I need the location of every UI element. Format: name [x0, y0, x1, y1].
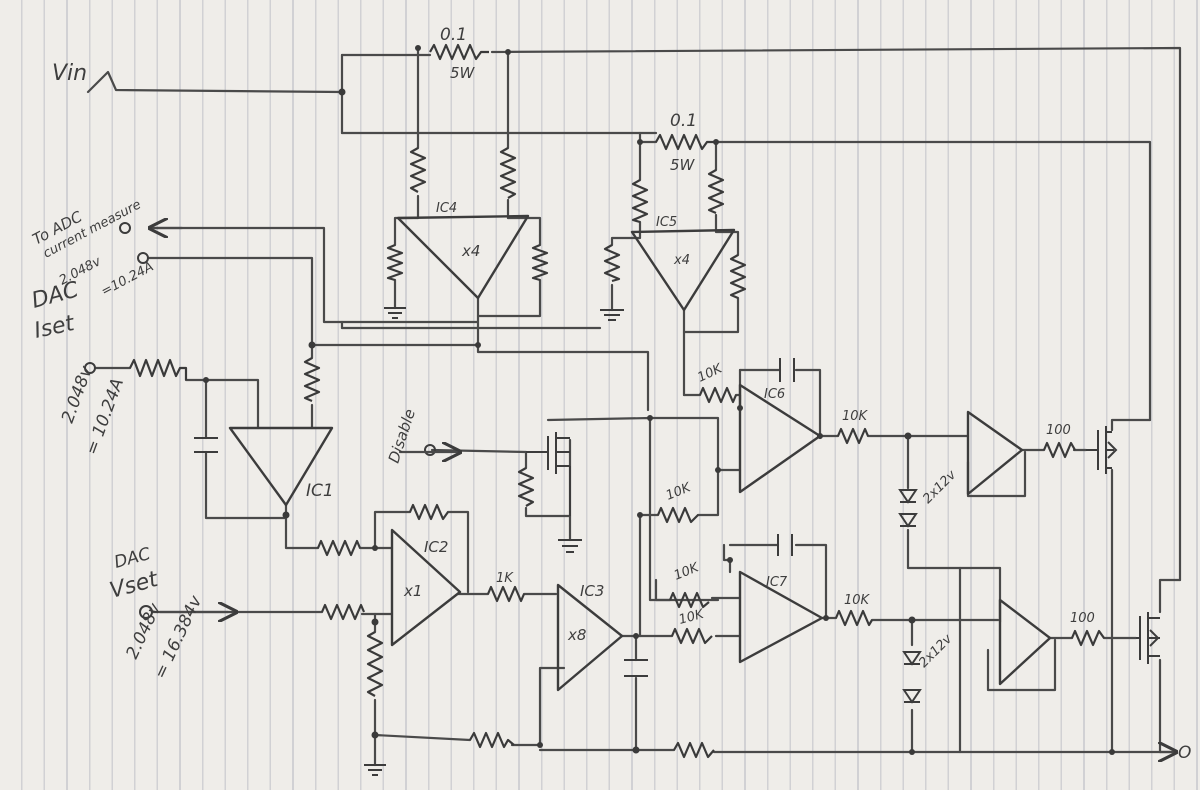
ground-symbols	[364, 307, 624, 776]
sense-resistor-2	[655, 133, 715, 151]
label-r-sense-1-value: 0.1	[440, 25, 467, 45]
label-iset-scale-1: 2.048v	[58, 363, 97, 426]
label-r-10k-a: 10K	[695, 361, 725, 386]
label-ic5-gain: x4	[673, 253, 690, 268]
opamp-ic5	[630, 228, 736, 312]
label-ic5: IC5	[656, 215, 677, 230]
label-r-10k-e: 10K	[677, 607, 707, 628]
label-ic3: IC3	[580, 582, 604, 600]
opamp-ic1	[228, 426, 334, 507]
label-r-10k-c: 10K	[664, 480, 694, 504]
labels: Vin 0.1 5W 0.1 5W To ADC current measure…	[29, 25, 1191, 763]
label-ic2: IC2	[424, 538, 448, 556]
label-r-10k-f: 10K	[844, 593, 871, 608]
label-ic4-gain: x4	[461, 242, 480, 260]
label-dac-vset-2: Vset	[107, 567, 162, 604]
label-ic3-gain: x8	[567, 626, 586, 644]
junctions	[203, 45, 1115, 755]
mosfets	[526, 426, 1160, 664]
label-vin: Vin	[52, 61, 87, 86]
iset-input-resistor	[129, 358, 188, 380]
label-dac-iset-1: DAC	[29, 277, 82, 314]
label-ic6: IC6	[764, 387, 785, 402]
resistors	[129, 43, 1105, 759]
capacitors	[194, 358, 795, 677]
label-r-1k: 1K	[496, 571, 514, 586]
mosfet-lower	[1136, 612, 1160, 664]
terminals	[84, 223, 1176, 752]
label-zener-b: 2x12v	[916, 632, 955, 671]
label-r-sense-1-rating: 5W	[450, 64, 476, 82]
op-amps	[228, 214, 1052, 692]
sense-resistor-1	[429, 43, 489, 61]
wires	[86, 46, 1182, 767]
opamp-ic4	[396, 214, 530, 300]
label-r-100-a: 100	[1046, 423, 1071, 438]
label-output: O	[1178, 743, 1191, 763]
resistor-1k	[486, 585, 526, 603]
label-r-sense-2-rating: 5W	[670, 156, 696, 174]
opamp-driver-upper	[966, 410, 1024, 496]
label-dac-iset-2: Iset	[32, 311, 78, 344]
label-ic1: IC1	[306, 481, 334, 501]
opamp-driver-lower	[998, 598, 1052, 686]
label-vset-scale-2: = 16.384v	[150, 592, 206, 682]
opamp-ic2	[390, 528, 462, 647]
label-ic2-gain: x1	[403, 582, 422, 600]
label-r-sense-2-value: 0.1	[670, 111, 697, 131]
mosfet-upper	[1086, 426, 1118, 474]
label-adc-scale-2: =10.24A	[99, 260, 156, 300]
label-disable: Disable	[385, 407, 419, 465]
label-r-10k-b: 10K	[842, 409, 869, 424]
opamp-ic3	[556, 583, 624, 692]
label-ic7: IC7	[766, 575, 788, 590]
label-zener-a: 2x12v	[920, 468, 959, 507]
label-r-10k-d: 10K	[672, 560, 702, 584]
mosfet-disable	[526, 432, 571, 516]
label-ic4: IC4	[436, 201, 457, 216]
label-r-100-b: 100	[1070, 611, 1095, 626]
opamp-ic6	[738, 383, 822, 494]
zener-diodes	[898, 489, 922, 704]
opamp-ic7	[738, 570, 824, 664]
